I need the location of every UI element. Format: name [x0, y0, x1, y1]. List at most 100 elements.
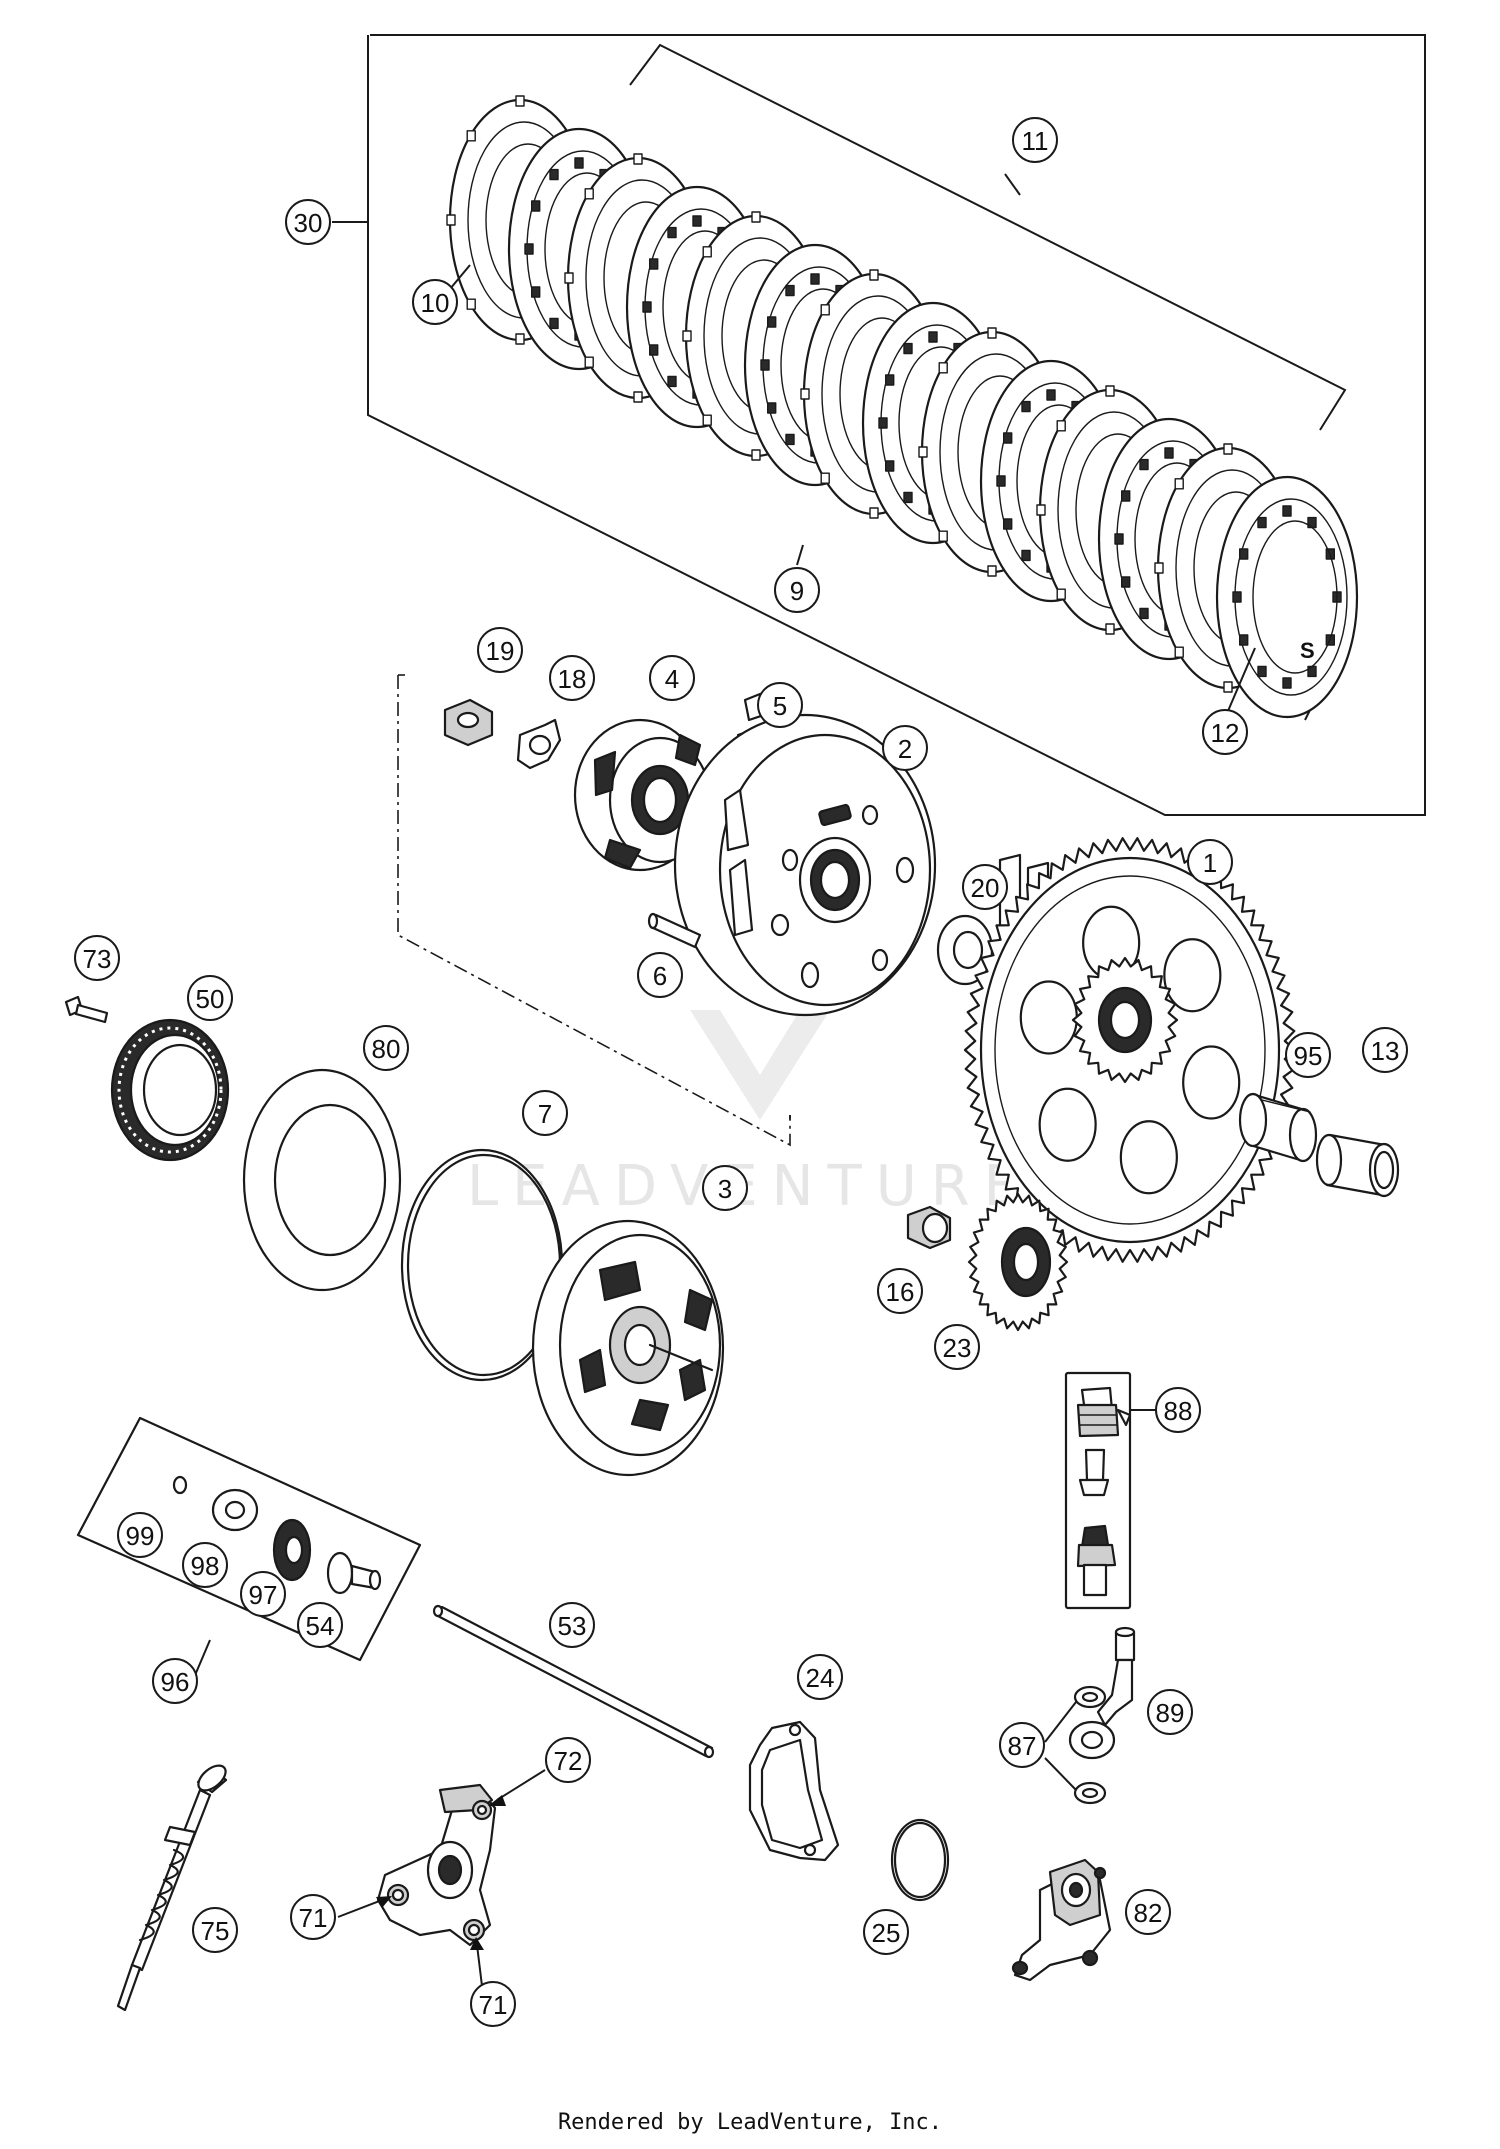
cover-screw-arrows: [337, 1769, 546, 1987]
callout-88: 88: [1155, 1387, 1201, 1433]
primary-gear-clutch-basket: [963, 837, 1297, 1263]
banjo-fitting: [1068, 1626, 1136, 1760]
callout-number: 88: [1164, 1396, 1193, 1426]
callout-circle: [863, 1909, 909, 1955]
callout-number: 24: [806, 1663, 835, 1693]
callout-number: 73: [83, 944, 112, 974]
callout-number: 71: [479, 1990, 508, 2020]
callout-98: 98: [182, 1542, 228, 1588]
callout-11: 11: [1012, 117, 1058, 163]
callout-75: 75: [192, 1907, 238, 1953]
callout-24: 24: [797, 1654, 843, 1700]
small-drive-gear: [967, 1192, 1069, 1332]
collar: [906, 1205, 952, 1250]
push-rod: [432, 1604, 715, 1759]
callout-circle: [549, 655, 595, 701]
callout-circle: [1125, 1889, 1171, 1935]
callout-number: 54: [306, 1611, 335, 1641]
screw: [64, 995, 109, 1024]
callout-circle: [290, 1894, 336, 1940]
thrust-washer: [936, 914, 994, 986]
callout-circle: [152, 1658, 198, 1704]
callout-1: 1: [1187, 839, 1233, 885]
callout-circle: [877, 1268, 923, 1314]
callout-9: 9: [774, 567, 820, 613]
callout-number: 9: [790, 576, 804, 606]
clutch-slave-cylinder: [1011, 1858, 1112, 1982]
callout-circle: [999, 1722, 1045, 1768]
callout-number: 25: [872, 1918, 901, 1948]
callout-54: 54: [297, 1602, 343, 1648]
callout-number: 82: [1134, 1898, 1163, 1928]
pressure-plate-assembly-frame: [397, 674, 791, 1147]
pin: [647, 912, 702, 949]
callout-circle: [297, 1602, 343, 1648]
callout-circle: [797, 1654, 843, 1700]
callout-number: 50: [196, 984, 225, 1014]
sealing-washers: [1044, 1685, 1107, 1805]
callout-number: 20: [971, 873, 1000, 903]
clutch-hub: [673, 713, 937, 1017]
callout-96: 96: [152, 1658, 198, 1704]
callout-circle: [637, 952, 683, 998]
callout-circle: [1187, 839, 1233, 885]
release-bearing-parts: [172, 1475, 382, 1595]
lock-washer: [516, 718, 562, 770]
callout-circle: [702, 1165, 748, 1211]
callout-95: 95: [1285, 1032, 1331, 1078]
callout-18: 18: [549, 655, 595, 701]
callout-99: 99: [117, 1512, 163, 1558]
callout-12: 12: [1202, 709, 1248, 755]
callout-number: 87: [1008, 1731, 1037, 1761]
callout-72: 72: [545, 1737, 591, 1783]
callout-circle: [470, 1981, 516, 2027]
callout-number: 96: [161, 1667, 190, 1697]
axial-needle-cage: [110, 1018, 230, 1162]
callout-4: 4: [649, 655, 695, 701]
callout-89: 89: [1147, 1689, 1193, 1735]
needle-bearing: [1238, 1092, 1318, 1163]
callout-number: 12: [1211, 718, 1240, 748]
callout-circle: [522, 1090, 568, 1136]
clutch-cover-gasket-washer: [242, 1068, 402, 1292]
callout-number: 99: [126, 1521, 155, 1551]
callout-circle: [117, 1512, 163, 1558]
callout-circle: [882, 725, 928, 771]
callout-number: 13: [1371, 1036, 1400, 1066]
callout-30: 30: [285, 199, 331, 245]
callout-number: 23: [943, 1333, 972, 1363]
steel-disc: [1215, 475, 1359, 719]
callout-circle: [1202, 709, 1248, 755]
callout-circle: [549, 1602, 595, 1648]
callout-13: 13: [1362, 1027, 1408, 1073]
inner-clutch-hub: [573, 718, 727, 872]
callout-number: 80: [372, 1034, 401, 1064]
callout-19: 19: [477, 627, 523, 673]
callout-2: 2: [882, 725, 928, 771]
callout-number: 30: [294, 208, 323, 238]
callout-10: 10: [412, 279, 458, 325]
callout-number: 89: [1156, 1698, 1185, 1728]
callout-circle: [187, 975, 233, 1021]
callout-number: 97: [249, 1580, 278, 1610]
callout-number: 19: [486, 636, 515, 666]
callout-82: 82: [1125, 1889, 1171, 1935]
callout-circle: [285, 199, 331, 245]
clutch-disc-kit-bracket: [332, 34, 1426, 816]
callout-number: 75: [201, 1916, 230, 1946]
callout-circle: [74, 935, 120, 981]
pressure-plate: [531, 1219, 725, 1477]
callout-6: 6: [637, 952, 683, 998]
callout-circle: [192, 1907, 238, 1953]
callout-25: 25: [863, 1909, 909, 1955]
callout-circle: [649, 655, 695, 701]
callout-number: 6: [653, 961, 667, 991]
callout-number: 1: [1203, 848, 1217, 878]
callout-number: 3: [718, 1174, 732, 1204]
callout-number: 11: [1022, 126, 1049, 156]
callout-97: 97: [240, 1571, 286, 1617]
callout-number: 98: [191, 1551, 220, 1581]
callout-circle: [934, 1324, 980, 1370]
callout-number: 16: [886, 1277, 915, 1307]
